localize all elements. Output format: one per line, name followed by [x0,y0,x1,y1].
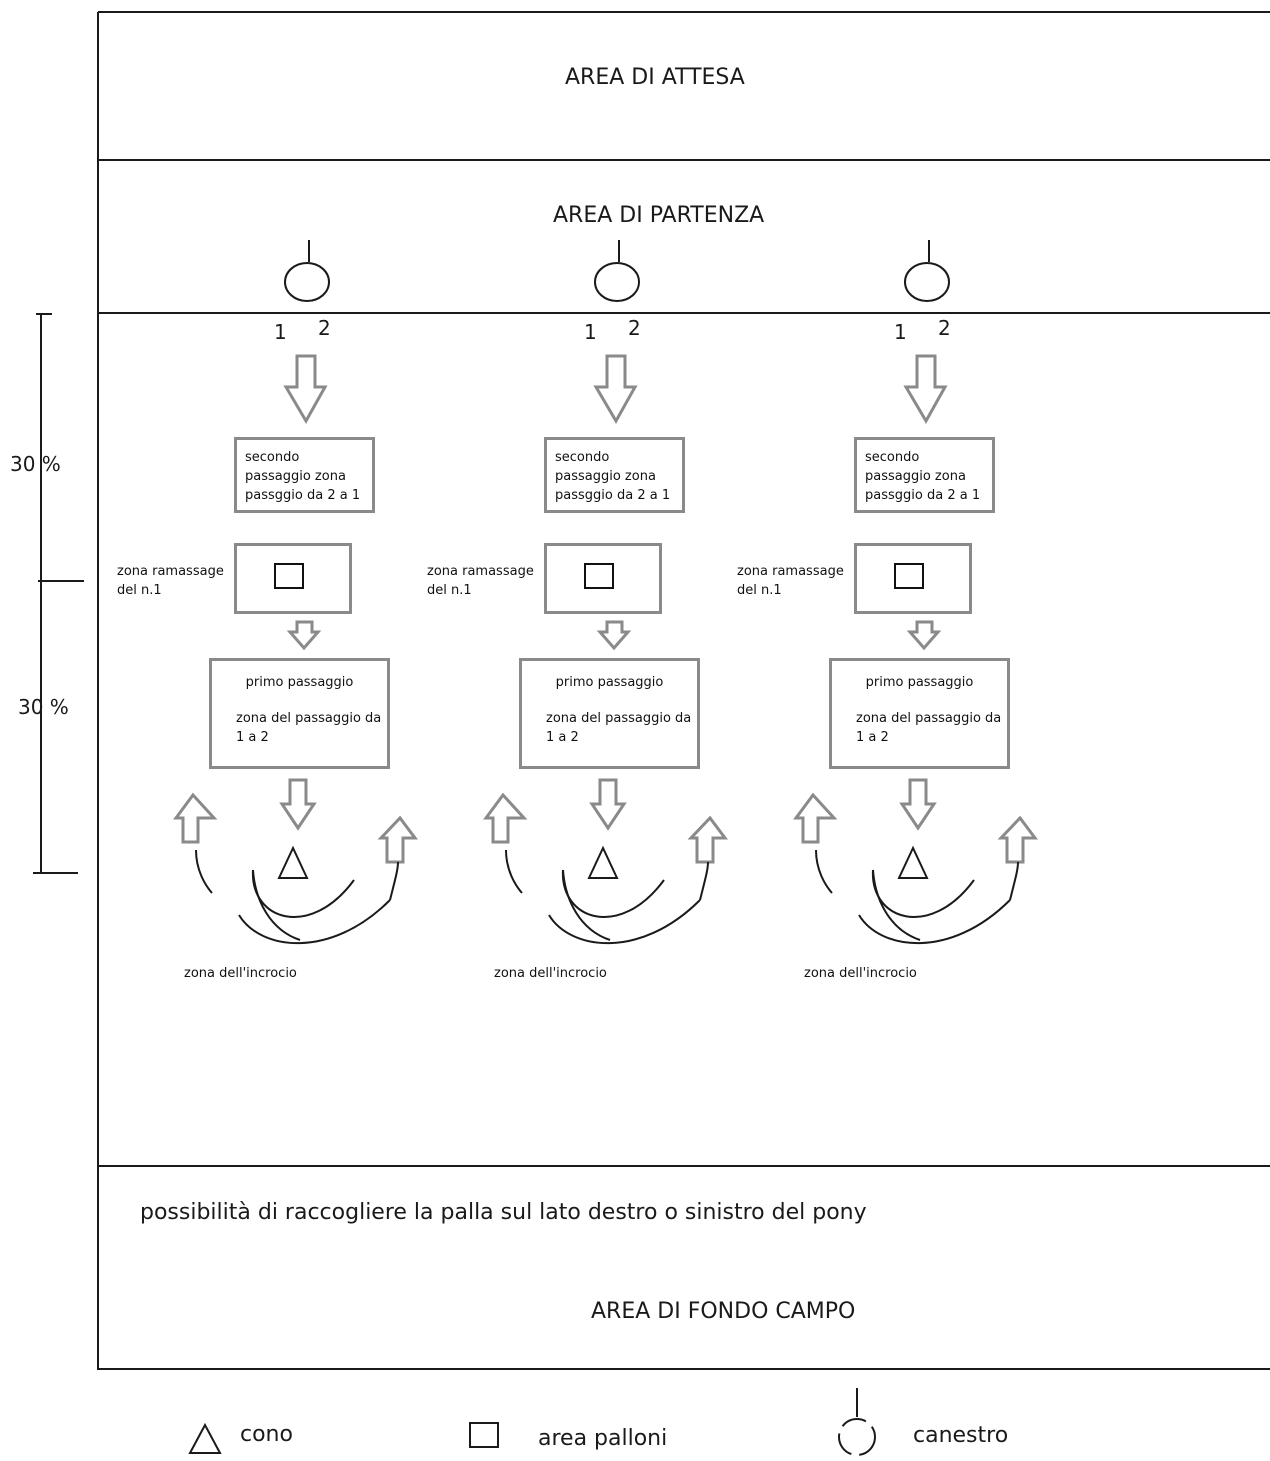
pickup-zone-text: zona ramassage del n.1 [427,564,534,598]
up-arrow-icon [483,792,528,844]
lane: 1 2 secondo passaggio zona passggio da 2… [620,0,1040,1000]
lane-graphics [793,240,1038,945]
lane: 1 2 secondo passaggio zona passggio da 2… [0,0,420,1000]
ball-pickup-box [854,543,972,614]
down-arrow-icon [899,778,937,831]
up-arrow-icon [997,815,1038,864]
legend-cone-icon [188,1422,222,1454]
ball-area-icon [894,563,924,589]
end-area-title: AREA DI FONDO CAMPO [591,1299,856,1324]
down-arrow-icon [596,620,632,651]
rider-number-1: 1 [584,320,597,344]
pickup-zone-text: zona ramassage del n.1 [117,564,224,598]
second-pass-text: secondo passaggio zona passggio da 2 a 1 [245,450,361,503]
ball-pickup-box [544,543,662,614]
lane: 1 2 secondo passaggio zona passggio da 2… [310,0,730,1000]
cone-icon [277,845,309,879]
basket-icon [904,240,950,302]
legend-basket-label: canestro [913,1423,1009,1448]
rider-number-1: 1 [274,320,287,344]
up-arrow-icon [793,792,838,844]
rider-number-2: 2 [938,316,951,340]
percent-label-upper: 30 % [10,452,61,476]
pickup-zone-label: zona ramassage del n.1 [427,562,542,600]
first-pass-title: primo passaggio [245,675,354,690]
pickup-zone-text: zona ramassage del n.1 [737,564,844,598]
second-pass-box: secondo passaggio zona passggio da 2 a 1 [854,437,995,513]
lane-graphics [483,240,728,945]
crossing-paths [195,849,399,945]
legend-ball-area-icon [469,1422,499,1448]
down-arrow-icon [279,778,317,831]
up-arrow-icon [377,815,418,864]
first-pass-box: primo passaggio zona del passaggio da 1 … [829,658,1010,769]
rider-number-2: 2 [628,316,641,340]
down-arrow-icon [903,354,948,425]
ball-area-icon [584,563,614,589]
legend-basket-icon [838,1388,876,1456]
crossing-zone-label: zona dell'incrocio [494,966,607,981]
pickup-zone-label: zona ramassage del n.1 [117,562,232,600]
first-pass-box: primo passaggio zona del passaggio da 1 … [209,658,390,769]
pickup-zone-label: zona ramassage del n.1 [737,562,852,600]
crossing-paths [505,849,709,945]
crossing-zone-label: zona dell'incrocio [184,966,297,981]
second-pass-text: secondo passaggio zona passggio da 2 a 1 [555,450,671,503]
cone-icon [897,845,929,879]
first-pass-zone-text: zona del passaggio da 1 a 2 [856,711,1002,745]
first-pass-title: primo passaggio [555,675,664,690]
legend-cone-label: cono [240,1422,293,1447]
down-arrow-icon [283,354,328,425]
up-arrow-icon [687,815,728,864]
crossing-zone-label: zona dell'incrocio [804,966,917,981]
basket-icon [594,240,640,302]
cone-icon [587,845,619,879]
first-pass-zone-text: zona del passaggio da 1 a 2 [236,711,382,745]
first-pass-zone-text: zona del passaggio da 1 a 2 [546,711,692,745]
legend-ball-area-label: area palloni [538,1426,668,1451]
up-arrow-icon [173,792,218,844]
second-pass-box: secondo passaggio zona passggio da 2 a 1 [544,437,685,513]
lane-graphics [173,240,418,945]
basket-icon [284,240,330,302]
down-arrow-icon [906,620,942,651]
rider-number-2: 2 [318,316,331,340]
pickup-side-note: possibilità di raccogliere la palla sul … [140,1200,867,1225]
crossing-paths [815,849,1019,945]
second-pass-text: secondo passaggio zona passggio da 2 a 1 [865,450,981,503]
ball-pickup-box [234,543,352,614]
first-pass-title: primo passaggio [865,675,974,690]
down-arrow-icon [593,354,638,425]
second-pass-box: secondo passaggio zona passggio da 2 a 1 [234,437,375,513]
first-pass-box: primo passaggio zona del passaggio da 1 … [519,658,700,769]
start-area-title: AREA DI PARTENZA [553,203,765,228]
waiting-area-title: AREA DI ATTESA [565,65,745,90]
ball-area-icon [274,563,304,589]
down-arrow-icon [286,620,322,651]
down-arrow-icon [589,778,627,831]
rider-number-1: 1 [894,320,907,344]
percent-label-lower: 30 % [18,695,69,719]
